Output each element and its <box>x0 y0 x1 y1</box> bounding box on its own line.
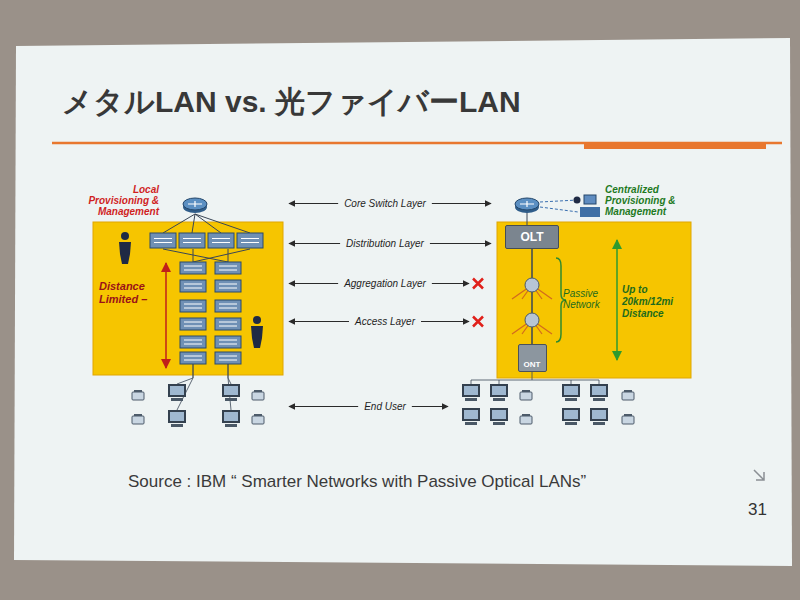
phone-icon <box>520 390 532 400</box>
phone-icon <box>622 414 634 424</box>
distance-note: Up to 20km/12mi Distance <box>622 284 686 320</box>
layer-arrow <box>289 283 338 284</box>
panel-fill <box>93 222 283 375</box>
switch-icon <box>215 262 241 274</box>
wire <box>163 214 195 233</box>
fiber-link <box>531 249 533 344</box>
corner-arrow <box>754 470 764 480</box>
splitter-icon <box>512 313 552 334</box>
phone-icon <box>520 414 532 424</box>
wire <box>540 200 578 202</box>
wire <box>228 249 229 262</box>
distance-arrow <box>616 240 618 360</box>
switch-icon <box>215 336 241 348</box>
person-icon <box>119 232 131 264</box>
router-icon <box>183 198 207 213</box>
wire <box>192 214 195 233</box>
computer-icon <box>222 384 240 401</box>
switch-icon <box>180 280 206 292</box>
admin-icon <box>574 195 601 217</box>
computer-icon <box>562 408 580 425</box>
passive-note: Passive Network <box>563 288 609 310</box>
person-icon <box>251 316 263 348</box>
switch-icon <box>215 318 241 330</box>
ont-box: ONT <box>518 344 547 372</box>
layer-arrow <box>432 203 491 204</box>
switch-icon <box>150 233 176 248</box>
computer-icon <box>222 410 240 427</box>
slide-screen <box>14 38 792 566</box>
layer-arrow <box>289 321 349 322</box>
layer-label: Aggregation Layer <box>344 278 426 289</box>
layer-label: Access Layer <box>355 316 415 327</box>
wire <box>193 249 250 262</box>
computer-icon <box>490 384 508 401</box>
computer-icon <box>168 384 186 401</box>
source-caption: Source : IBM “ Smarter Networks with Pas… <box>128 472 586 492</box>
layer-label: End User <box>364 401 406 412</box>
switch-icon <box>180 318 206 330</box>
removed-mark <box>473 317 483 327</box>
page-number: 31 <box>748 500 767 520</box>
slide-title: メタルLAN vs. 光ファイバーLAN <box>62 82 521 123</box>
device-label: OLT <box>520 230 543 244</box>
computer-icon <box>590 408 608 425</box>
computer-icon <box>462 384 480 401</box>
distance-note: Distance Limited – <box>99 280 161 306</box>
computer-icon <box>462 408 480 425</box>
optical-lan-panel: Centralized Provisioning & ManagementPas… <box>497 222 691 378</box>
wire <box>163 249 228 262</box>
layer-arrow <box>430 243 491 244</box>
wire <box>195 214 221 233</box>
wire <box>532 380 599 384</box>
switch-icon <box>180 336 206 348</box>
phone-icon <box>252 390 264 400</box>
switch-icon <box>215 352 241 364</box>
phone-icon <box>132 390 144 400</box>
switch-icon <box>180 300 206 312</box>
removed-mark <box>473 279 483 289</box>
layer-label: Distribution Layer <box>346 238 424 249</box>
wire <box>177 364 193 384</box>
switch-icon <box>179 233 205 248</box>
wire <box>540 207 578 212</box>
layer-arrow <box>412 406 448 407</box>
layer-arrow <box>421 321 469 322</box>
olt-box: OLT <box>505 225 559 249</box>
layer-arrow <box>289 203 338 204</box>
layer-arrow <box>289 243 340 244</box>
wire <box>499 380 500 384</box>
switch-icon <box>215 300 241 312</box>
wire <box>195 214 250 233</box>
wire <box>471 372 532 384</box>
computer-icon <box>590 384 608 401</box>
device-label: ONT <box>524 360 541 369</box>
phone-icon <box>622 390 634 400</box>
switch-icon <box>180 352 206 364</box>
distance-arrow <box>165 263 167 368</box>
switch-icon <box>180 262 206 274</box>
wire <box>571 380 572 384</box>
splitter-icon <box>512 278 552 299</box>
panel-heading: Local Provisioning & Management <box>79 184 159 217</box>
metal-lan-panel: Local Provisioning & ManagementDistance … <box>93 222 283 375</box>
title-bar <box>584 142 766 149</box>
panel-fill <box>497 222 691 378</box>
computer-icon <box>562 384 580 401</box>
switch-icon <box>215 280 241 292</box>
switch-icon <box>208 233 234 248</box>
panel-heading: Centralized Provisioning & Management <box>605 184 691 217</box>
switch-icon <box>237 233 263 248</box>
router-icon <box>515 198 539 213</box>
phone-icon <box>132 414 144 424</box>
computer-icon <box>168 410 186 427</box>
phone-icon <box>252 414 264 424</box>
layer-arrow <box>289 406 358 407</box>
layer-arrow <box>432 283 469 284</box>
computer-icon <box>490 408 508 425</box>
layer-label: Core Switch Layer <box>344 198 426 209</box>
